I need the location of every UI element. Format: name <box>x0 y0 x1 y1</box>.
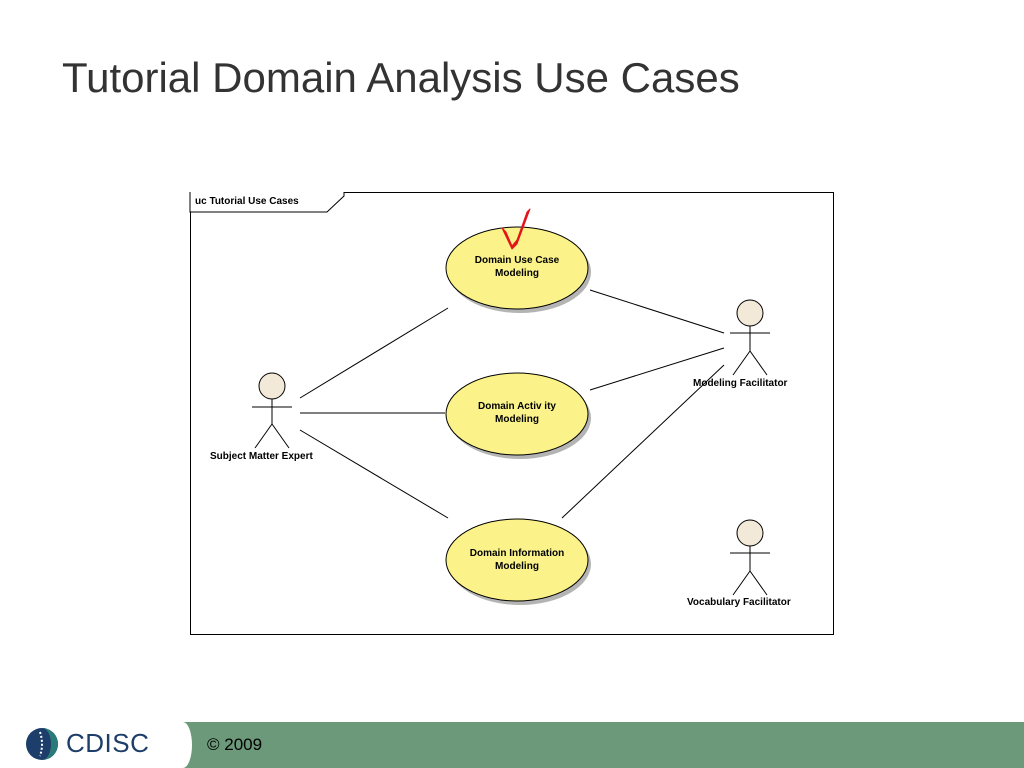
actor-label-modeling-facilitator: Modeling Facilitator <box>693 378 788 389</box>
use-case-information-modeling <box>445 518 591 605</box>
use-case-activity-modeling <box>445 372 591 459</box>
actor-subject-matter-expert-icon <box>252 372 292 449</box>
frame-name-tab <box>189 192 345 213</box>
association-facilitator-information-modeling <box>561 364 725 519</box>
actor-label-vocabulary-facilitator: Vocabulary Facilitator <box>687 597 791 608</box>
associations <box>299 289 725 519</box>
copyright-text: © 2009 <box>207 735 263 754</box>
use-case-label-line: Modeling <box>495 268 539 279</box>
checkmark-icon <box>501 208 531 250</box>
use-case-label-activity-modeling: Domain Activ ity Modeling <box>452 400 582 426</box>
footer-curve <box>174 722 192 768</box>
use-case-label-line: Modeling <box>495 561 539 572</box>
footer-bar <box>180 722 1024 768</box>
association-sme-usecase-modeling <box>299 307 449 399</box>
use-case-label-line: Domain Activ ity <box>478 401 556 412</box>
use-case-label-line: Modeling <box>495 414 539 425</box>
association-facilitator-usecase-modeling <box>589 289 725 334</box>
use-case-label-information-modeling: Domain Information Modeling <box>452 547 582 573</box>
use-case-label-line: Domain Information <box>469 548 565 559</box>
actor-vocabulary-facilitator-icon <box>730 519 770 596</box>
actor-modeling-facilitator-icon <box>730 299 770 376</box>
actor-label-subject-matter-expert: Subject Matter Expert <box>210 451 313 462</box>
use-case-label-usecase-modeling: Domain Use Case Modeling <box>452 254 582 280</box>
frame-label: uc Tutorial Use Cases <box>195 196 299 207</box>
use-case-label-line: Domain Use Case <box>474 255 560 266</box>
cdisc-logo <box>26 728 58 760</box>
use-case-usecase-modeling <box>445 226 591 313</box>
slide-title: Tutorial Domain Analysis Use Cases <box>62 54 740 101</box>
association-sme-information-modeling <box>299 429 449 519</box>
logo-text: CDISC <box>66 728 150 758</box>
association-facilitator-activity-modeling <box>589 347 725 391</box>
